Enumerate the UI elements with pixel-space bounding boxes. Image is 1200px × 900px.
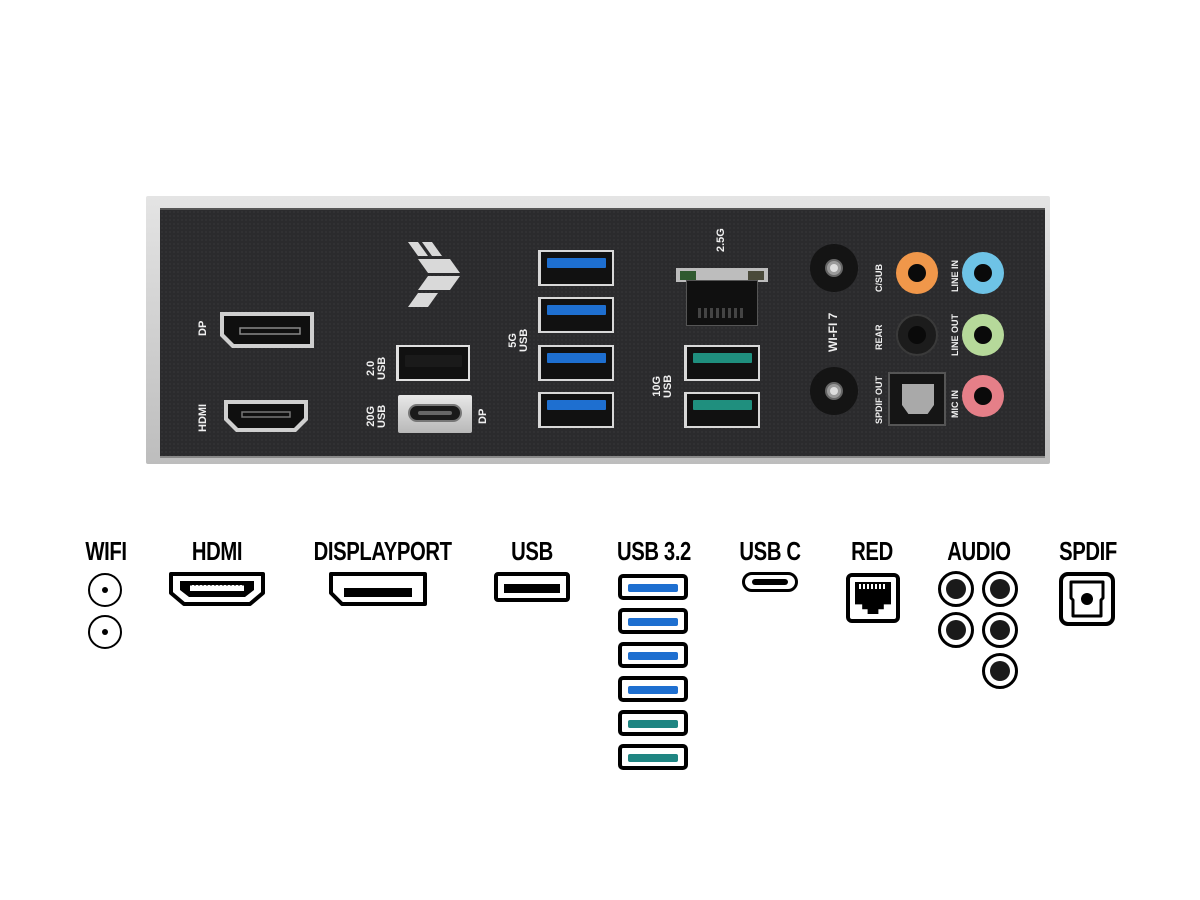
csub-label: C/SUB <box>874 263 884 292</box>
legend-title-audio: AUDIO <box>947 536 1011 566</box>
usb-2-0-port <box>396 345 470 381</box>
mic-in-label: MIC IN <box>950 390 960 418</box>
usb-3-2-port-icon <box>618 676 688 702</box>
line-out-jack <box>962 314 1004 356</box>
audio-jack-icon <box>982 653 1018 689</box>
displayport-icon <box>329 572 427 606</box>
ethernet-rj45-icon <box>846 573 900 623</box>
line-in-jack <box>962 252 1004 294</box>
wifi-label: WI-FI 7 <box>826 312 840 352</box>
spdif-optical-port <box>888 372 946 426</box>
usb-5g-port-4 <box>538 392 614 428</box>
usb-5g-port-1 <box>538 250 614 286</box>
dp-label: DP <box>197 320 209 336</box>
brand-logo-icon <box>408 242 460 307</box>
usb-10g-port-1 <box>684 345 760 381</box>
usb-10g-port-2 <box>684 392 760 428</box>
usb-c-port <box>398 395 472 433</box>
lan-speed-label: 2.5G <box>715 228 727 252</box>
antenna-connector-icon <box>88 573 122 607</box>
ethernet-port <box>676 268 768 328</box>
legend-title-usb-3-2: USB 3.2 <box>617 536 691 566</box>
legend-title-spdif: SPDIF <box>1059 536 1117 566</box>
hdmi-label: HDMI <box>197 403 209 432</box>
legend-title-usb: USB <box>511 536 553 566</box>
legend-title-red: RED <box>851 536 893 566</box>
usb-3-2-port-icon <box>618 608 688 634</box>
legend-title-hdmi: HDMI <box>191 536 243 566</box>
audio-jack-icon <box>982 571 1018 607</box>
legend-title-displayport: DISPLAYPORT <box>313 536 452 566</box>
legend-title-usb-c: USB C <box>739 536 801 566</box>
optical-spdif-icon <box>1059 572 1115 626</box>
usb-3-2-port-icon <box>618 710 688 736</box>
mic-in-jack <box>962 375 1004 417</box>
hdmi-port-icon <box>169 572 265 606</box>
wifi-antenna-connector-2 <box>810 367 858 415</box>
usb-3-2-port-icon <box>618 744 688 770</box>
audio-jack-icon <box>938 571 974 607</box>
hdmi-port <box>224 400 308 432</box>
line-in-label: LINE IN <box>950 259 960 292</box>
usb-c-dp-label: DP <box>477 408 489 424</box>
csub-jack <box>896 252 938 294</box>
usb-c-port-icon <box>742 572 798 592</box>
wifi-antenna-connector-1 <box>810 244 858 292</box>
audio-jack-icon <box>982 612 1018 648</box>
usb-a-port-icon <box>494 572 570 602</box>
usb-5g-port-3 <box>538 345 614 381</box>
displayport-port <box>220 312 314 348</box>
line-out-label: LINE OUT <box>950 314 960 356</box>
antenna-connector-icon <box>88 615 122 649</box>
spdif-out-label: SPDIF OUT <box>874 375 884 424</box>
usb-3-2-port-icon <box>618 574 688 600</box>
rear-label: REAR <box>874 324 884 350</box>
audio-jack-icon <box>938 612 974 648</box>
legend-title-wifi: WIFI <box>85 536 127 566</box>
usb-3-2-port-icon <box>618 642 688 668</box>
rear-jack <box>896 314 938 356</box>
usb-5g-port-2 <box>538 297 614 333</box>
